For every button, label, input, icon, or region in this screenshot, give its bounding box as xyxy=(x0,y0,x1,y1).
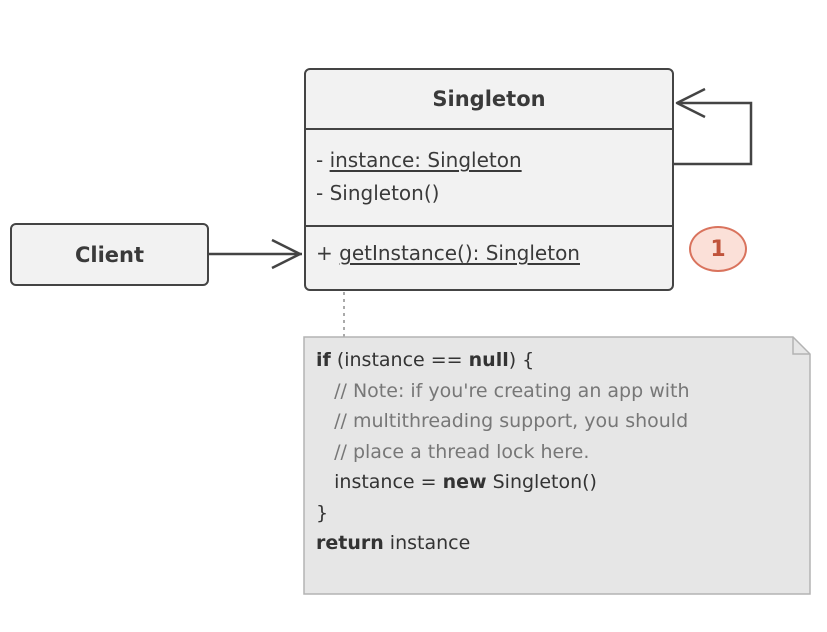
step-number-badge: 1 xyxy=(689,226,747,272)
note-line: // Note: if you're creating an app with xyxy=(316,376,690,407)
client-label: Client xyxy=(74,242,145,267)
singleton-class-box[interactable]: Singleton - instance: Singleton - Single… xyxy=(304,68,674,291)
note-line: return instance xyxy=(316,528,690,559)
singleton-fields-section: - instance: Singleton - Singleton() xyxy=(306,130,672,227)
singleton-class-name: Singleton xyxy=(432,87,546,111)
code-keyword: new xyxy=(442,471,487,493)
self-association-line xyxy=(674,101,753,166)
code-keyword: if xyxy=(316,349,331,371)
step-number-label: 1 xyxy=(710,236,726,262)
code-text: (instance == xyxy=(330,349,469,371)
field-constructor: - Singleton() xyxy=(316,177,672,210)
code-text: } xyxy=(316,501,329,524)
note-line: instance = new Singleton() xyxy=(316,467,690,498)
client-class-box[interactable]: Client xyxy=(10,223,209,286)
field-instance: - instance: Singleton xyxy=(316,144,672,177)
code-keyword: return xyxy=(316,532,384,554)
code-comment: // Note: if you're creating an app with xyxy=(316,379,690,402)
code-text: instance = xyxy=(316,471,443,493)
note-shape xyxy=(303,336,811,595)
self-association-arrowhead xyxy=(675,87,706,119)
code-comment: // place a thread lock here. xyxy=(316,440,590,463)
method-get-instance: + getInstance(): Singleton xyxy=(316,237,672,270)
code-text: instance xyxy=(383,532,471,554)
code-comment: // multithreading support, you should xyxy=(316,410,689,432)
code-keyword: null xyxy=(468,349,509,371)
code-text: Singleton() xyxy=(486,471,597,493)
method-get-instance-visibility: + xyxy=(316,241,340,265)
field-constructor-text: Singleton() xyxy=(329,181,440,205)
field-instance-text: instance: Singleton xyxy=(329,148,522,172)
code-text: ) { xyxy=(508,349,535,371)
note-line: } xyxy=(316,498,690,529)
note-line: // place a thread lock here. xyxy=(316,437,690,468)
note-line: // multithreading support, you should xyxy=(316,406,690,437)
field-instance-visibility: - xyxy=(316,148,330,172)
note-code-text: if (instance == null) { // Note: if you'… xyxy=(316,345,690,559)
method-get-instance-text: getInstance(): Singleton xyxy=(339,241,580,265)
code-note: if (instance == null) { // Note: if you'… xyxy=(303,336,811,595)
singleton-methods-section: + getInstance(): Singleton xyxy=(306,227,672,270)
client-to-singleton-arrowhead xyxy=(271,238,302,270)
field-constructor-visibility: - xyxy=(316,181,330,205)
note-line: if (instance == null) { xyxy=(316,345,690,376)
singleton-title-section: Singleton xyxy=(306,70,672,130)
